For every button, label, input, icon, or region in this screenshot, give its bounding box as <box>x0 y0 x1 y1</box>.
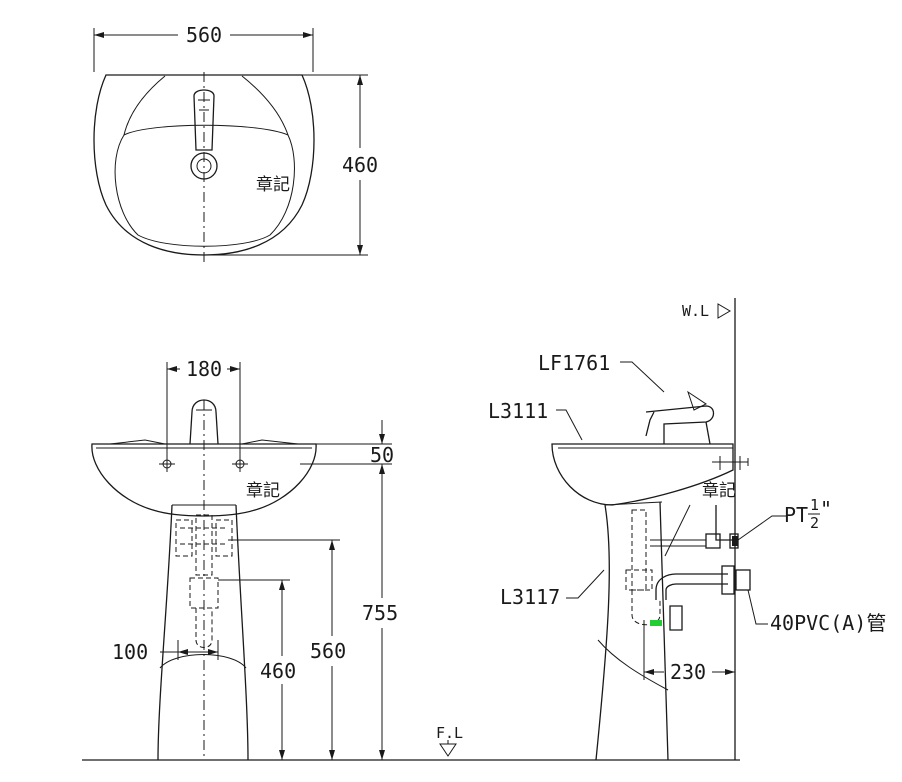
front-tap-holes <box>159 456 248 472</box>
side-pedestal-callout: L3117 <box>500 569 605 609</box>
front-trap-height-dimension: 460 <box>218 579 296 760</box>
front-rim-dimension: 50 <box>300 420 394 467</box>
side-wall-offset-label: 230 <box>670 660 706 684</box>
top-depth-dimension: 460 <box>204 74 378 256</box>
top-deck-curve-left <box>123 75 166 136</box>
side-drain-label: 40PVC(A)管 <box>770 611 886 635</box>
side-pedestal-model-label: L3117 <box>500 585 560 609</box>
front-rim-label: 50 <box>370 443 394 467</box>
front-drain-height-label: 560 <box>310 639 346 663</box>
front-pedestal-width-label: 100 <box>112 640 148 664</box>
front-basin <box>91 443 317 517</box>
top-width-dimension: 560 <box>93 23 314 72</box>
side-supply-prefix: PT <box>784 503 808 527</box>
side-basin-model-label: L3111 <box>488 399 548 423</box>
side-pedestal <box>595 501 669 761</box>
side-supply-fraction-den: 2 <box>810 514 819 532</box>
front-hole-spacing-dimension: 180 <box>166 357 241 456</box>
floor-marker: F.L <box>436 724 463 757</box>
side-wall-marker: W.L <box>682 302 731 320</box>
side-wall-bracket <box>712 456 749 470</box>
side-drain-callout: 40PVC(A)管 <box>747 589 886 635</box>
front-hole-spacing-label: 180 <box>186 357 222 381</box>
side-seal-highlight <box>650 620 662 626</box>
front-pedestal <box>157 504 249 761</box>
side-supply-pipe <box>650 504 739 557</box>
top-deck-curve-right <box>241 75 289 136</box>
side-view: W.L <box>488 298 886 761</box>
floor-label: F.L <box>436 724 463 742</box>
side-supply-fraction-num: 1 <box>810 496 819 514</box>
front-total-height-label: 755 <box>362 601 398 625</box>
front-trap-height-label: 460 <box>260 659 296 683</box>
side-internal-drain <box>625 509 751 631</box>
front-stamp-label: 章記 <box>246 481 280 501</box>
front-total-height-dimension: 755 <box>362 464 398 760</box>
top-width-label: 560 <box>186 23 222 47</box>
front-view: 章記 180 50 755 <box>91 357 398 761</box>
side-basin-callout: L3111 <box>488 399 583 441</box>
top-inner-bowl <box>114 124 295 247</box>
side-faucet-callout: LF1761 <box>538 351 665 393</box>
front-drain-height-dimension: 560 <box>228 539 346 760</box>
front-pedestal-width-dimension: 100 <box>112 640 219 664</box>
top-view: 560 460 章記 <box>93 23 378 262</box>
side-supply-callout: PT 1 2 " <box>737 496 832 541</box>
top-depth-label: 460 <box>342 153 378 177</box>
side-supply-suffix: " <box>820 497 832 521</box>
side-faucet <box>645 390 715 445</box>
side-wall-label: W.L <box>682 302 709 320</box>
side-wall-offset-dimension: 230 <box>643 620 735 684</box>
side-faucet-model-label: LF1761 <box>538 351 610 375</box>
side-stamp-label: 章記 <box>702 481 736 501</box>
top-stamp-label: 章記 <box>256 175 290 195</box>
